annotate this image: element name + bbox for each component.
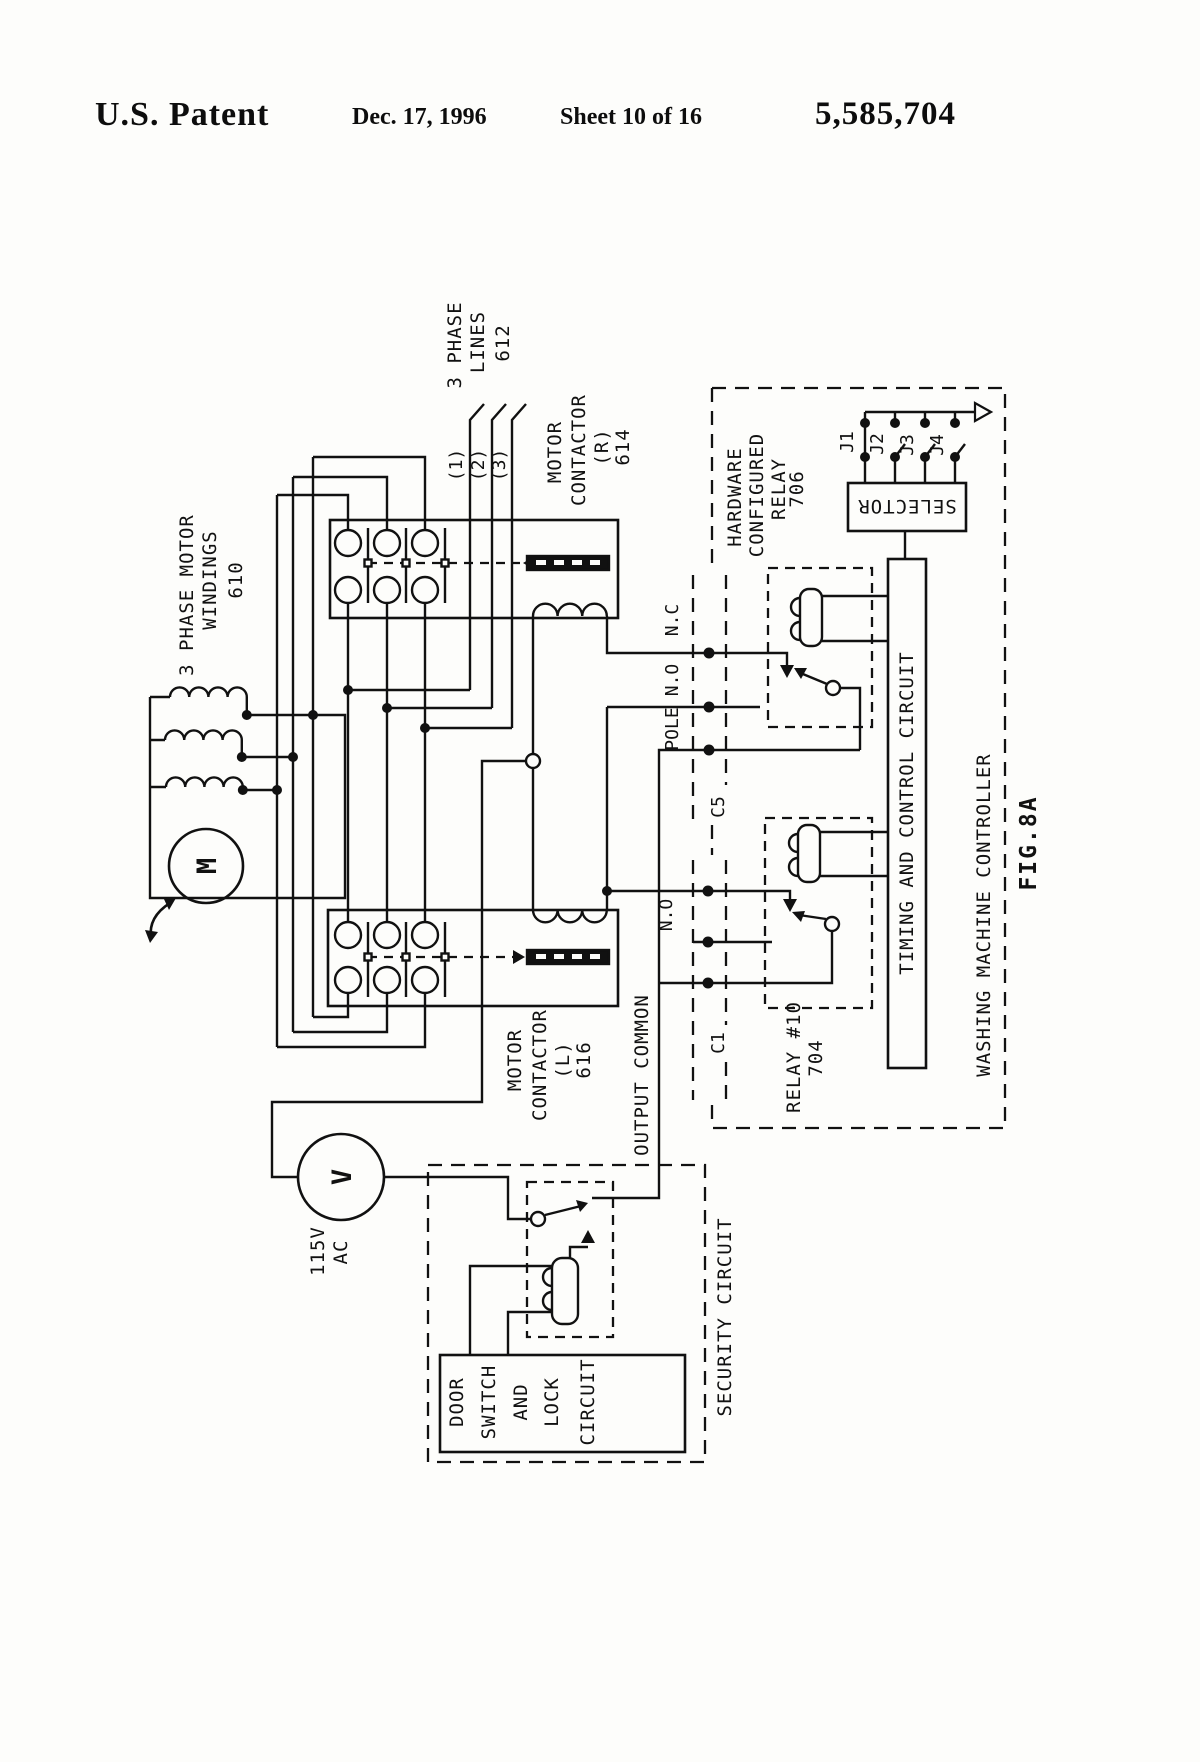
door-relay-boundary — [525, 1180, 615, 1339]
windings-label-2: WINDINGS — [199, 530, 221, 630]
contactor-r-label-3: (R) — [591, 428, 613, 465]
component-boxes — [167, 481, 968, 1454]
door-label-4: LOCK — [541, 1377, 563, 1427]
door-label-3: AND — [510, 1383, 532, 1420]
c1-label: C1 — [708, 1032, 729, 1054]
junction-circle — [524, 752, 542, 770]
winding-coil-3 — [164, 776, 244, 788]
door-relay-coil — [541, 1256, 580, 1326]
phase-lines-ref: 612 — [492, 324, 514, 361]
contactor-l-box — [326, 908, 620, 1008]
pole-label: POLE — [662, 707, 683, 750]
timing-control-box — [886, 557, 928, 1070]
contactor-r-ref: 614 — [612, 428, 634, 465]
relay10-label: RELAY #10 — [783, 1001, 805, 1113]
selector-label: SELECTOR — [857, 495, 957, 517]
figure-label: FIG.8A — [1016, 795, 1042, 890]
relay10-pivot — [823, 915, 841, 933]
connector-c1 — [691, 860, 728, 1100]
supply-label-2: AC — [330, 1240, 352, 1265]
winding-coil-1 — [168, 686, 248, 698]
output-common-label: OUTPUT COMMON — [631, 994, 653, 1156]
patent-number: 5,585,704 — [815, 96, 956, 132]
motor-circle — [167, 827, 245, 905]
selector-box — [846, 481, 968, 533]
diagram-labels: 3 PHASE MOTOR WINDINGS 610 3 PHASE LINES… — [176, 301, 1042, 1445]
arrowheads — [145, 401, 994, 1243]
phase-lines-label-1: 3 PHASE — [444, 301, 466, 388]
windings-label-1: 3 PHASE MOTOR — [176, 514, 198, 676]
jumper-2-label: J2 — [867, 433, 888, 455]
security-label: SECURITY CIRCUIT — [714, 1217, 736, 1416]
source-symbol: V — [327, 1169, 358, 1185]
c5-label: C5 — [708, 796, 729, 818]
motor-symbol: M — [192, 858, 223, 874]
relay10-ref: 704 — [805, 1039, 827, 1076]
junction-dots — [236, 418, 960, 989]
door-label-1: DOOR — [446, 1377, 468, 1427]
contactor-r-label-2: CONTACTOR — [568, 394, 590, 506]
wiring — [148, 403, 975, 1355]
contactor-r-coil — [531, 602, 608, 617]
sheet-number: Sheet 10 of 16 — [560, 104, 702, 130]
hw-relay-label-2: CONFIGURED — [746, 433, 768, 557]
timing-box-label: TIMING AND CONTROL CIRCUIT — [896, 651, 918, 974]
contact-details — [149, 528, 842, 1326]
door-switch-pivot — [529, 1210, 547, 1228]
no-bottom-label: N.O — [656, 899, 677, 932]
actuator-bar-l — [525, 948, 611, 966]
actuator-bar-r — [525, 554, 611, 572]
contactor-l-coil — [531, 909, 608, 924]
page-header: U.S. Patent Dec. 17, 1996 Sheet 10 of 16… — [0, 96, 1200, 146]
contactor-l-ref: 616 — [573, 1041, 595, 1078]
phase-3-label: (3) — [489, 449, 510, 482]
contactor-l-label-1: MOTOR — [504, 1029, 526, 1091]
phase-lines-label-2: LINES — [467, 311, 489, 373]
controller-label: WASHING MACHINE CONTROLLER — [973, 753, 995, 1076]
jumper-3-label: J3 — [897, 434, 918, 456]
supply-label-1: 115V — [307, 1226, 329, 1276]
relay10-coil — [787, 823, 822, 884]
relay706-boundary — [766, 566, 874, 729]
phase-2-label: (2) — [468, 449, 489, 482]
winding-coil-2 — [163, 729, 243, 741]
jumper-4-label: J4 — [927, 434, 948, 456]
controller-boundary — [712, 386, 1007, 1130]
contactor-l-label-3: (L) — [552, 1041, 574, 1078]
windings-ref: 610 — [225, 561, 247, 598]
nc-top-label: N.C — [662, 604, 683, 637]
publisher-title: U.S. Patent — [95, 96, 270, 133]
hw-relay-label-1: HARDWARE — [724, 447, 746, 547]
relay706-coil — [789, 587, 824, 648]
no-top-label: N.O — [662, 664, 683, 697]
hw-relay-label-3: RELAY — [768, 458, 790, 520]
patent-date: Dec. 17, 1996 — [352, 104, 487, 130]
door-switch-box — [438, 1353, 687, 1454]
bus-open-arrow — [973, 401, 994, 423]
door-label-5: CIRCUIT — [577, 1358, 599, 1445]
relay706-pivot — [824, 679, 842, 697]
source-circle — [296, 1132, 386, 1222]
hw-relay-ref: 706 — [786, 470, 808, 507]
security-boundary — [426, 1163, 707, 1464]
connector-c5 — [691, 575, 728, 820]
contactor-l-label-2: CONTACTOR — [529, 1009, 551, 1121]
jumper-1-label: J1 — [837, 431, 858, 453]
contactor-r-label-1: MOTOR — [544, 421, 566, 483]
contactor-r-box — [328, 518, 620, 620]
relay10-boundary — [763, 816, 874, 1010]
phase-1-label: (1) — [446, 449, 467, 482]
door-label-2: SWITCH — [478, 1365, 500, 1440]
